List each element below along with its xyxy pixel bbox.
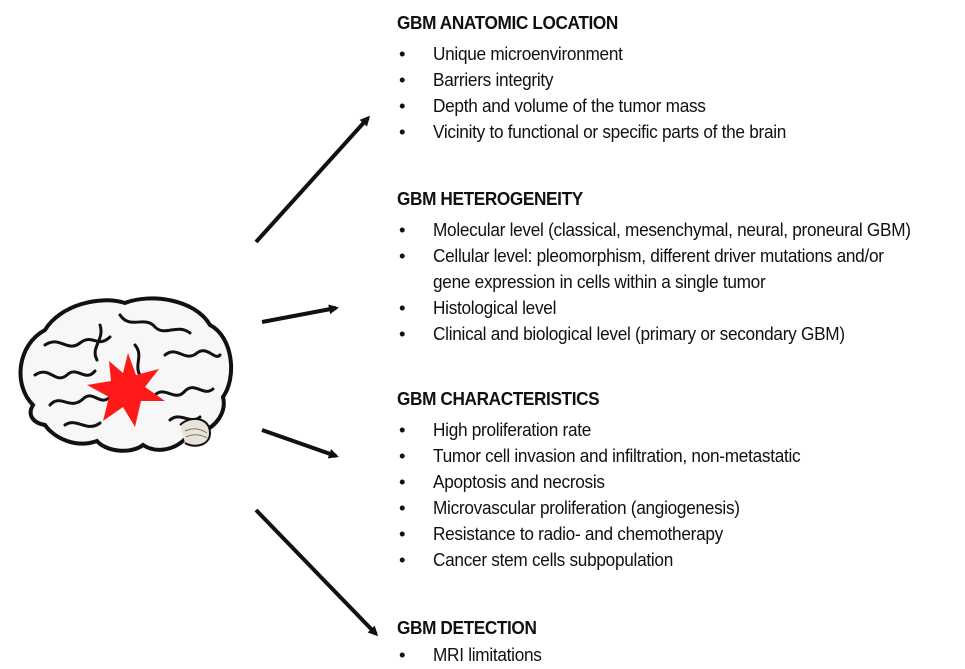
bullet-list: •Unique microenvironment •Barriers integ…	[397, 41, 965, 145]
section-title: GBM ANATOMIC LOCATION	[397, 12, 618, 33]
section-anatomic-location: GBM ANATOMIC LOCATION •Unique microenvir…	[397, 12, 965, 145]
list-item: •Clinical and biological level (primary …	[399, 323, 845, 344]
list-item: •Tumor cell invasion and infiltration, n…	[399, 445, 801, 466]
section-title: GBM DETECTION	[397, 617, 537, 638]
list-item: •Unique microenvironment	[399, 43, 623, 64]
tumor-star-icon	[87, 353, 165, 427]
arrow-to-anatomic-location	[254, 115, 371, 244]
list-item: •Resistance to radio- and chemotherapy	[399, 523, 723, 544]
list-item: •Cellular level: pleomorphism, different…	[399, 245, 884, 292]
list-item: •MRI limitations	[399, 644, 542, 665]
arrow-to-characteristics	[261, 428, 339, 459]
list-item: •Histological level	[399, 297, 557, 318]
section-characteristics: GBM CHARACTERISTICS •High proliferation …	[397, 388, 965, 573]
list-item: •Cancer stem cells subpopulation	[399, 549, 674, 570]
bullet-list: •MRI limitations	[397, 642, 965, 668]
list-item: •Depth and volume of the tumor mass	[399, 95, 706, 116]
list-item: •Molecular level (classical, mesenchymal…	[399, 219, 911, 240]
bullet-list: •Molecular level (classical, mesenchymal…	[397, 217, 965, 347]
bullet-list: •High proliferation rate •Tumor cell inv…	[397, 417, 965, 573]
section-title: GBM CHARACTERISTICS	[397, 388, 600, 409]
brain-icon	[18, 296, 234, 453]
section-detection: GBM DETECTION •MRI limitations	[397, 617, 965, 668]
list-item: •Barriers integrity	[399, 69, 554, 90]
arrow-to-detection	[254, 508, 379, 637]
list-item: •Apoptosis and necrosis	[399, 471, 605, 492]
arrow-to-heterogeneity	[261, 304, 339, 324]
section-title: GBM HETEROGENEITY	[397, 188, 583, 209]
list-item: •Microvascular proliferation (angiogenes…	[399, 497, 740, 518]
list-item: •Vicinity to functional or specific part…	[399, 121, 787, 142]
section-heterogeneity: GBM HETEROGENEITY •Molecular level (clas…	[397, 188, 965, 347]
list-item: •High proliferation rate	[399, 419, 592, 440]
